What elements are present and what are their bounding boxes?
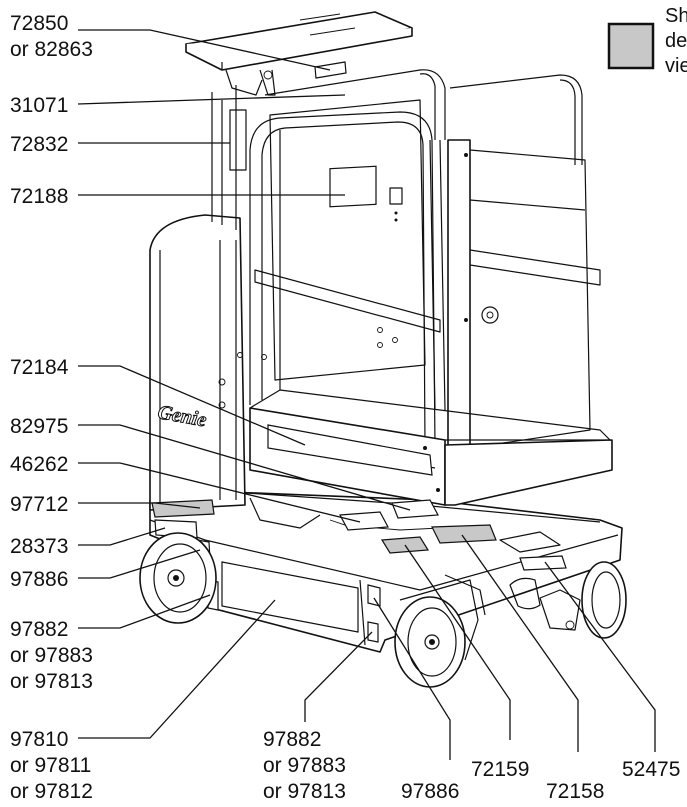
label-97882-bottom: 97882 [263,728,321,751]
label-97883-bottom: or 97883 [263,754,346,777]
decal-97882-right [367,621,379,643]
entry-loop-rail [249,111,441,446]
platform-floor [249,389,613,506]
decal-82975 [391,499,439,519]
label-97813-bottom: or 97813 [263,780,346,803]
label-82975: 82975 [10,415,68,438]
label-97886-left: 97886 [10,568,68,591]
legend: Sh de vie [607,5,687,77]
decal-97810 [221,561,359,633]
decal-97712 [151,499,215,518]
legend-line-3: vie [665,55,687,77]
decal-52475 [519,555,567,571]
shaded-decal-legend-swatch [607,22,655,70]
label-97886-bottom: 97886 [401,780,459,803]
decal-72158 [431,524,497,544]
leader-lines [77,29,656,760]
label-97810: 97810 [10,728,68,751]
decal-46262 [339,511,389,531]
legend-line-1: Sh [665,5,687,27]
label-72158: 72158 [546,780,604,803]
callout-labels: 72850 or 82863 31071 72832 72188 72184 8… [10,12,680,803]
rear-right-wheel [581,561,627,639]
label-46262: 46262 [10,453,68,476]
label-97883-left: or 97883 [10,644,93,667]
label-28373: 28373 [10,535,68,558]
label-31071: 31071 [10,94,68,117]
label-72832: 72832 [10,133,68,156]
wheels [139,532,627,688]
label-72850: 72850 [10,12,68,35]
label-97712: 97712 [10,493,68,516]
label-72159: 72159 [471,758,529,781]
control-box [185,11,413,96]
label-97812: or 97812 [10,780,93,803]
machine-illustration: Genie [139,11,627,688]
platform-back-panel [269,99,426,381]
platform-side-gate [447,139,601,456]
label-82863: or 82863 [10,38,93,61]
label-72184: 72184 [10,356,69,379]
decal-97886-right [367,584,381,607]
base-decals [151,499,567,643]
label-97813-left: or 97813 [10,670,93,693]
legend-line-2: de [665,30,687,52]
label-97811: or 97811 [10,754,91,777]
mast-tower [149,85,267,511]
label-52475: 52475 [622,758,680,781]
label-97882-left: 97882 [10,618,68,641]
label-72188: 72188 [10,185,68,208]
